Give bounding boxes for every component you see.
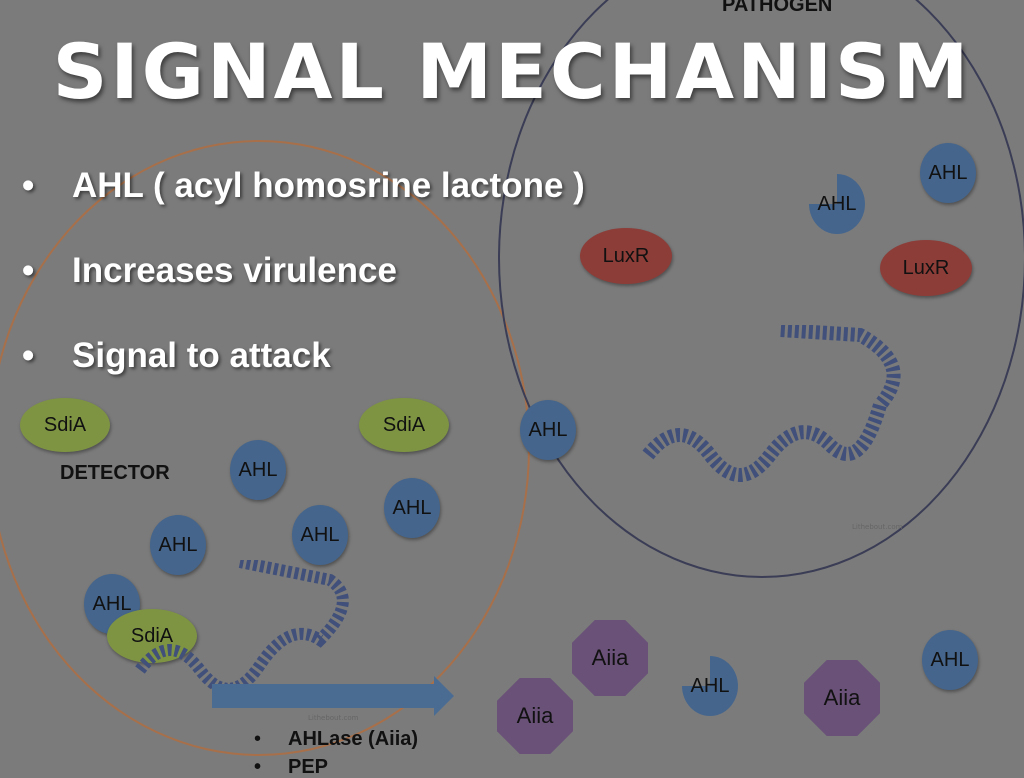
dna-helix-pathogen xyxy=(642,325,901,482)
dna-helix-detector xyxy=(135,560,349,690)
sdia-protein: SdiA xyxy=(20,398,110,452)
ahl-molecule: AHL xyxy=(922,630,978,690)
sdia-protein: SdiA xyxy=(359,398,449,452)
caption-item: • AHLase (Aiia) xyxy=(254,728,419,750)
luxr-protein: LuxR xyxy=(580,228,672,284)
ahl-molecule: AHL xyxy=(920,143,976,203)
luxr-protein: LuxR xyxy=(880,240,972,296)
aiia-enzyme: Aiia xyxy=(572,620,648,696)
aiia-enzyme: Aiia xyxy=(497,678,573,754)
ahl-molecule: AHL xyxy=(520,400,576,460)
pathogen-label: PATHOGEN xyxy=(722,0,833,16)
ahl-molecule: AHL xyxy=(384,478,440,538)
watermark: Lithebout.com xyxy=(308,714,359,722)
ahl-molecule-cleaved: AHL xyxy=(809,174,865,234)
arrow-icon xyxy=(212,676,454,716)
ahl-molecule: AHL xyxy=(150,515,206,575)
pathogen-cell xyxy=(498,0,1024,578)
aiia-enzyme: Aiia xyxy=(804,660,880,736)
slide-title: SIGNAL MECHANISM xyxy=(52,27,972,116)
bullet-item: • Signal to attack xyxy=(22,336,331,375)
ahl-molecule: AHL xyxy=(230,440,286,500)
ahl-molecule: AHL xyxy=(292,505,348,565)
ahl-molecule-cleaved: AHL xyxy=(682,656,738,716)
detector-label: DETECTOR xyxy=(60,462,170,484)
watermark: Lithebout.com xyxy=(852,523,903,531)
bullet-item: • Increases virulence xyxy=(22,251,397,290)
bullet-item: • AHL ( acyl homosrine lactone ) xyxy=(22,166,585,205)
caption-item: • PEP xyxy=(254,756,329,778)
